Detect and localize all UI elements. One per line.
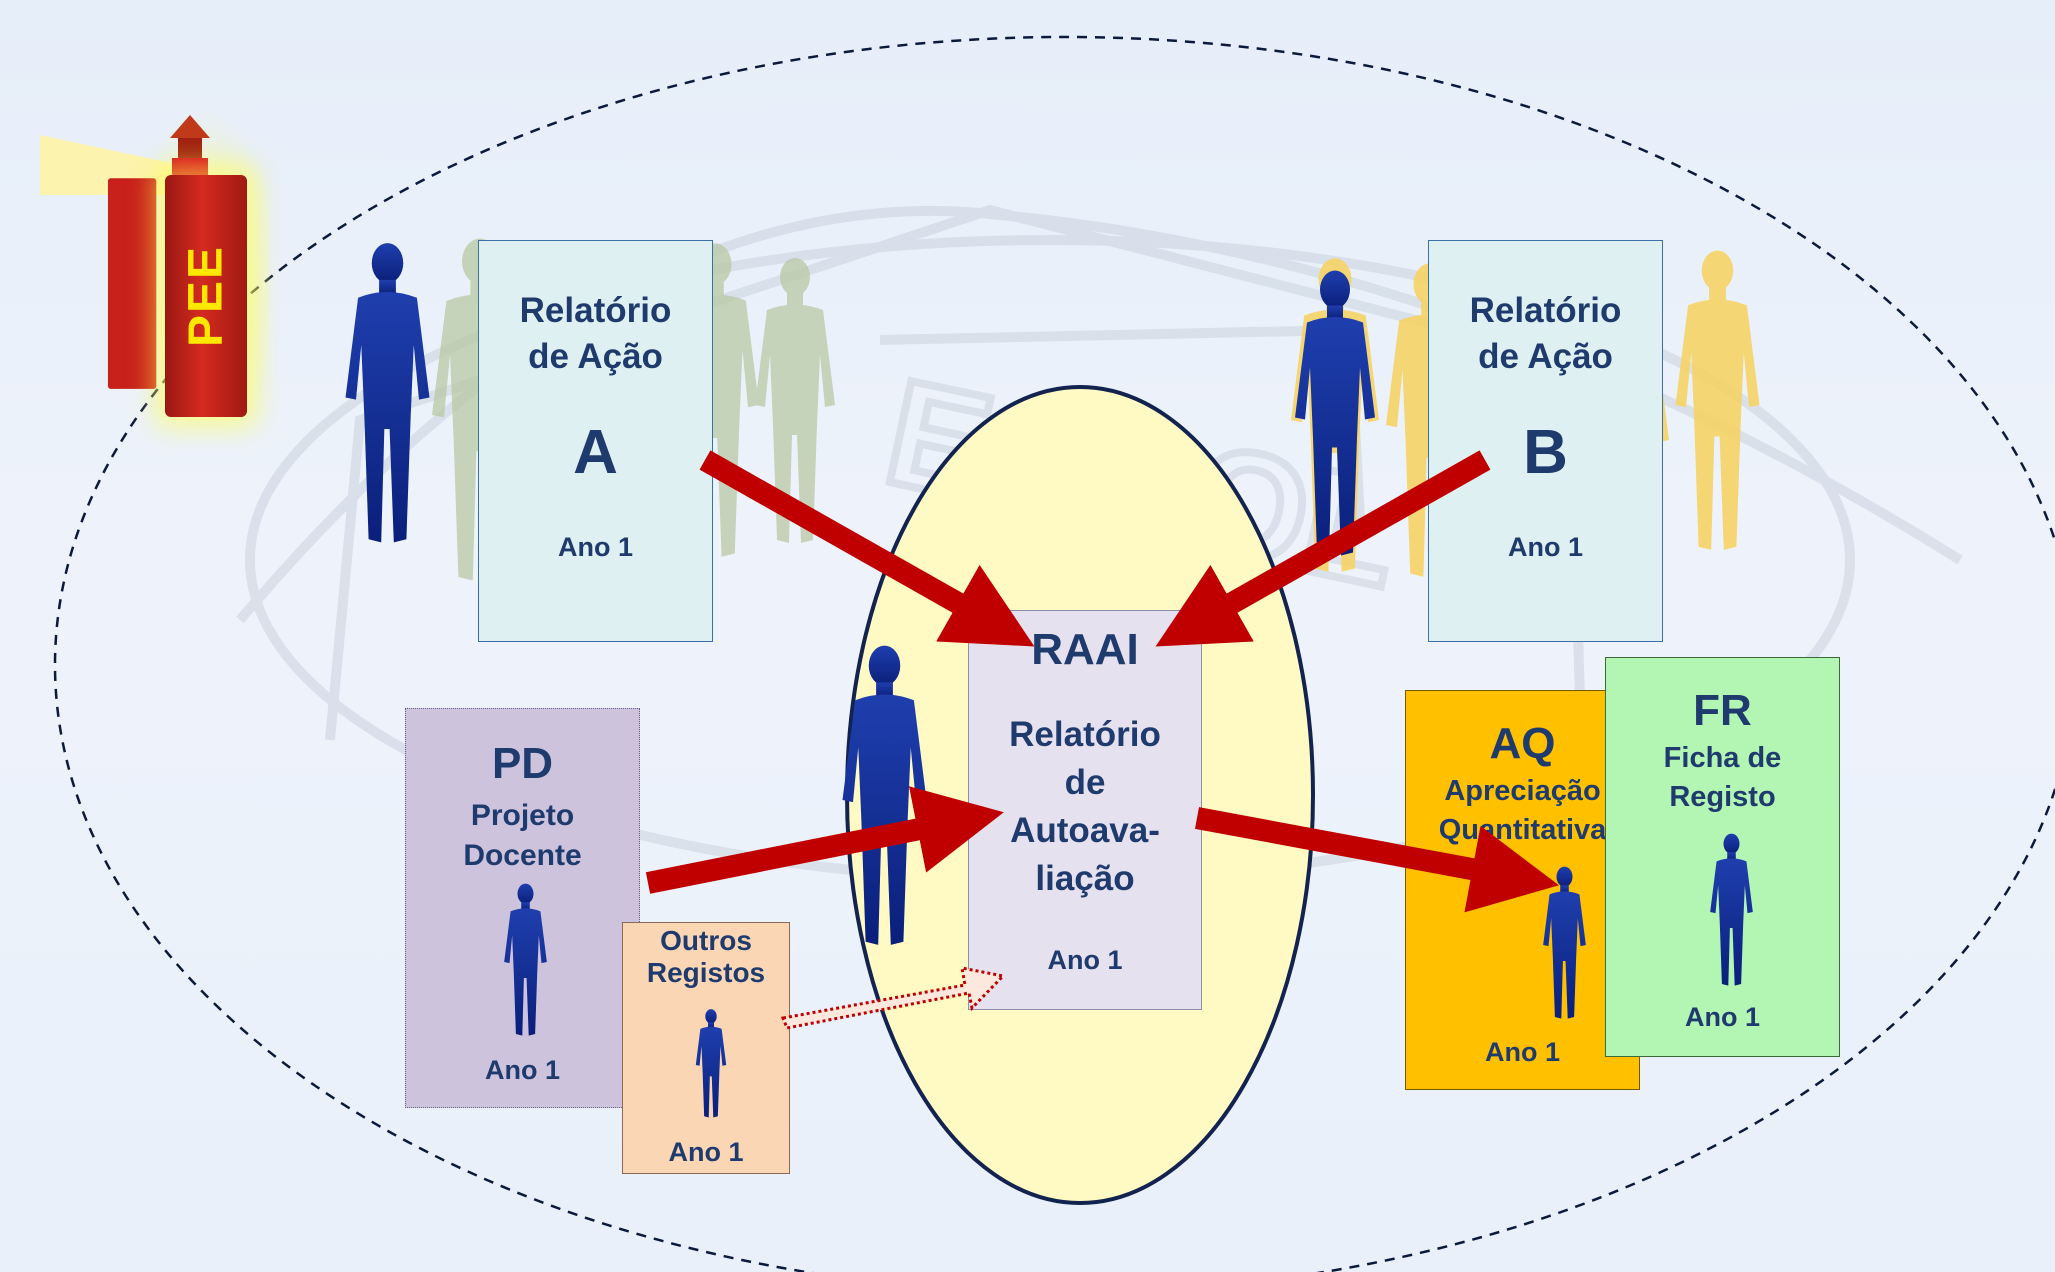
outros-year: Ano 1 xyxy=(668,1137,744,1167)
report-a-box: Relatório de Ação A Ano 1 xyxy=(478,240,713,642)
fr-box: FR Ficha de Registo Ano 1 xyxy=(1605,657,1840,1057)
outros-line1: Outros xyxy=(660,925,752,956)
report-b-letter: B xyxy=(1523,418,1568,487)
lighthouse-pee: PEE xyxy=(10,80,270,420)
report-a-year: Ano 1 xyxy=(557,532,633,562)
outros-line2: Registos xyxy=(646,957,766,988)
report-a-title-line2: de Ação xyxy=(528,337,663,376)
fr-acronym: FR xyxy=(1693,686,1752,735)
lighthouse-label: PEE xyxy=(179,244,233,348)
raai-line4: liação xyxy=(1035,859,1135,898)
pd-line2: Docente xyxy=(463,839,582,872)
raai-year: Ano 1 xyxy=(1047,945,1123,975)
report-b-title-line2: de Ação xyxy=(1478,337,1613,376)
lighthouse-tower: PEE xyxy=(165,175,247,417)
aq-year: Ano 1 xyxy=(1484,1037,1560,1067)
outer-boundary-ellipse xyxy=(54,35,2055,1272)
raai-line2: de xyxy=(1064,763,1106,802)
aq-line1: Apreciação xyxy=(1444,775,1601,807)
report-a-letter: A xyxy=(573,418,618,487)
report-b-title-line1: Relatório xyxy=(1469,291,1622,330)
report-a-title-line1: Relatório xyxy=(519,291,672,330)
fr-line1: Ficha de xyxy=(1663,742,1782,774)
pd-year: Ano 1 xyxy=(484,1055,560,1085)
raai-line3: Autoava- xyxy=(1010,811,1160,850)
fr-year: Ano 1 xyxy=(1684,1002,1760,1032)
raai-acronym: RAAI xyxy=(1031,625,1139,674)
outros-registos-box: Outros Registos Ano 1 xyxy=(622,922,790,1174)
report-b-box: Relatório de Ação B Ano 1 xyxy=(1428,240,1663,642)
report-b-year: Ano 1 xyxy=(1507,532,1583,562)
pd-acronym: PD xyxy=(491,739,554,788)
fr-line2: Registo xyxy=(1669,781,1776,813)
aq-acronym: AQ xyxy=(1489,719,1556,768)
pd-line1: Projeto xyxy=(470,799,575,832)
raai-box: RAAI Relatório de Autoava- liação Ano 1 xyxy=(968,610,1202,1010)
pd-box: PD Projeto Docente Ano 1 xyxy=(405,708,640,1108)
raai-line1: Relatório xyxy=(1009,715,1161,754)
